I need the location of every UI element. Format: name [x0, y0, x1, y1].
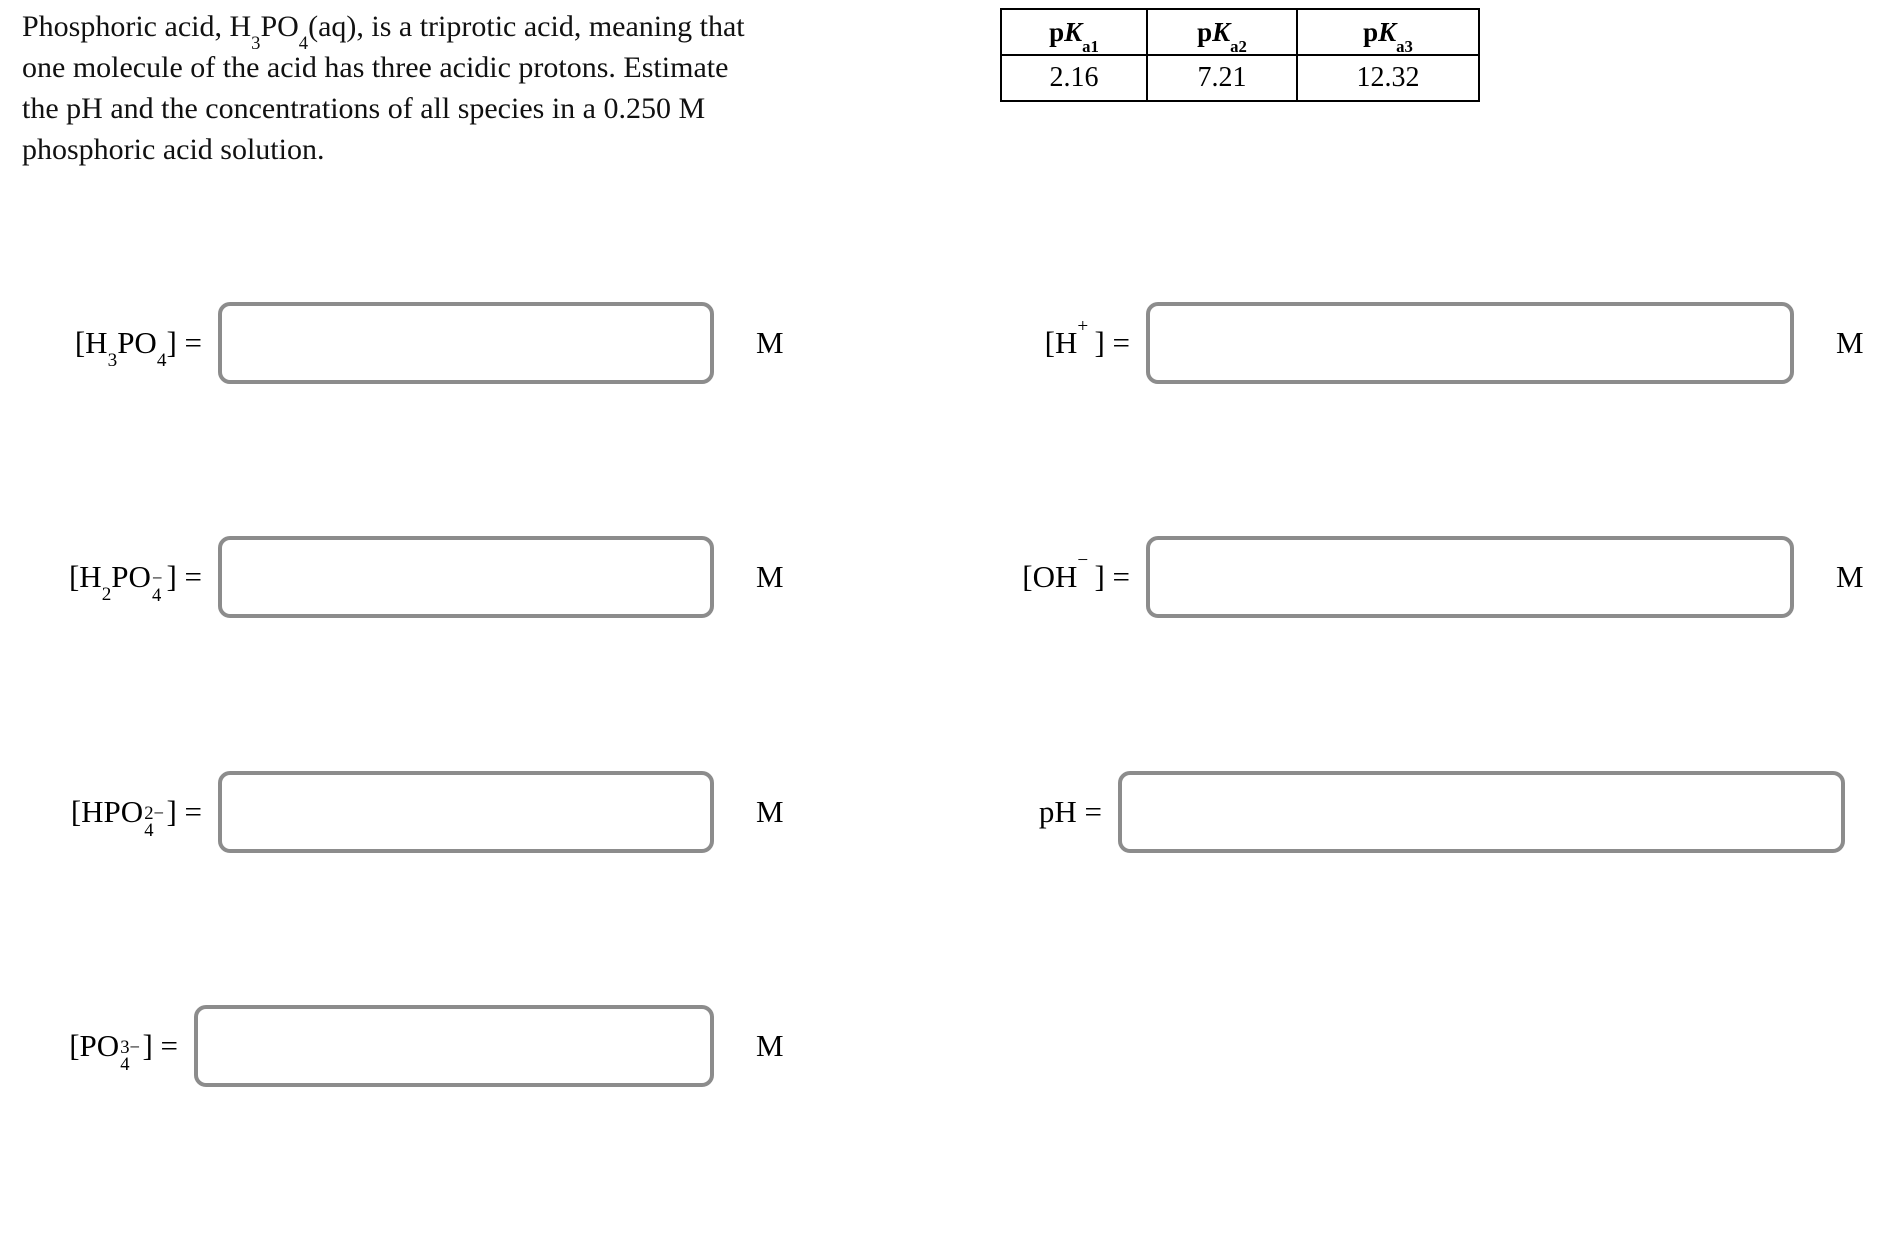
- pka1-header-prefix: p: [1049, 16, 1065, 47]
- pka1-header-variable: K: [1064, 16, 1083, 47]
- input-po4[interactable]: [194, 1005, 714, 1087]
- problem-line-1-sub-3: 3: [251, 32, 261, 54]
- pka3-value: 12.32: [1296, 54, 1480, 102]
- superscript-2minus-hpo4: 2−: [144, 803, 164, 825]
- pka2-header-variable: K: [1212, 16, 1231, 47]
- equals-sign-h2po4: =: [184, 559, 202, 594]
- input-h3po4[interactable]: [218, 302, 714, 384]
- pka-table: pKa1 pKa2 pKa3 2.16 7.21 12.32: [1000, 8, 1480, 102]
- problem-line-4: phosphoric acid solution.: [22, 133, 325, 167]
- unit-po4: M: [756, 1028, 784, 1063]
- input-ohminus[interactable]: [1146, 536, 1794, 618]
- superscript-plus-hplus: +: [1077, 315, 1089, 337]
- answer-row-h3po4: [H3PO4] = M: [22, 300, 784, 386]
- unit-hpo4: M: [756, 794, 784, 829]
- pka2-header: pKa2: [1146, 8, 1298, 57]
- pka3-header-subscript: a3: [1396, 37, 1413, 57]
- equals-sign-hpo4: =: [184, 794, 202, 829]
- pka2-header-prefix: p: [1197, 16, 1213, 47]
- input-ph[interactable]: [1118, 771, 1845, 853]
- problem-line-1-post: (aq), is a triprotic acid, meaning that: [308, 10, 745, 43]
- problem-line-1-sub-4: 4: [298, 32, 309, 54]
- superscript-minus-h2po4: −: [151, 568, 163, 590]
- answer-row-ph: pH =: [1000, 769, 1845, 855]
- pka3-header: pKa3: [1296, 8, 1480, 57]
- pka2-value: 7.21: [1146, 54, 1298, 102]
- answer-row-h2po4: [H2PO−4 ] = M: [22, 534, 784, 620]
- equals-sign-po4: =: [160, 1028, 178, 1063]
- superscript-minus-ohminus: −: [1077, 549, 1089, 571]
- superscript-3minus-po4: 3−: [120, 1037, 140, 1059]
- input-h2po4[interactable]: [218, 536, 714, 618]
- input-hplus[interactable]: [1146, 302, 1794, 384]
- unit-hplus: M: [1836, 325, 1864, 360]
- subscript-4-hpo4: 4: [144, 820, 154, 842]
- label-h2po4: [H2PO−4 ] =: [68, 559, 202, 607]
- unit-h3po4: M: [756, 325, 784, 360]
- pka1-value: 2.16: [1000, 54, 1148, 102]
- pka-table-header-row: pKa1 pKa2 pKa3: [1000, 8, 1480, 57]
- equals-sign-hplus: =: [1112, 325, 1130, 360]
- pka-table-value-row: 2.16 7.21 12.32: [1000, 54, 1480, 102]
- problem-line-1-pre: Phosphoric acid, H: [22, 10, 252, 43]
- label-ohminus: [OH− ] =: [1022, 549, 1130, 594]
- label-hplus: [H+ ] =: [1044, 315, 1130, 360]
- problem-statement: Phosphoric acid, H3PO4(aq), is a triprot…: [22, 6, 942, 170]
- unit-h2po4: M: [756, 559, 784, 594]
- pka1-header: pKa1: [1000, 8, 1148, 57]
- equals-sign-ohminus: =: [1112, 559, 1130, 594]
- pka3-header-prefix: p: [1363, 16, 1379, 47]
- pka3-header-variable: K: [1378, 16, 1397, 47]
- problem-line-1-mid: PO: [260, 10, 299, 43]
- answer-row-ohminus: [OH− ] = M: [1000, 534, 1864, 620]
- subscript-4-po4: 4: [120, 1054, 130, 1076]
- equals-sign-ph: =: [1084, 794, 1102, 829]
- label-ph: pH =: [1038, 794, 1102, 829]
- answer-row-hplus: [H+ ] = M: [1000, 300, 1864, 386]
- problem-line-3: the pH and the concentrations of all spe…: [22, 92, 706, 126]
- unit-ohminus: M: [1836, 559, 1864, 594]
- equals-sign-h3po4: =: [184, 325, 202, 360]
- input-hpo4[interactable]: [218, 771, 714, 853]
- label-h3po4: [H3PO4] =: [74, 325, 202, 372]
- pka2-header-subscript: a2: [1230, 37, 1247, 57]
- subscript-4-h2po4: 4: [151, 585, 162, 607]
- pka1-header-subscript: a1: [1082, 37, 1099, 57]
- problem-line-1: Phosphoric acid, H3PO4(aq), is a triprot…: [22, 6, 942, 53]
- problem-line-2: one molecule of the acid has three acidi…: [22, 51, 729, 85]
